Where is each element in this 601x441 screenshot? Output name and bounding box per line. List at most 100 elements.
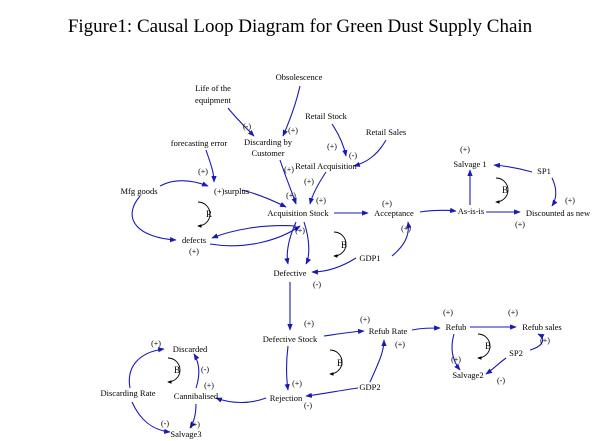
link-obsolescence-to-discarding [282,85,301,137]
node-retail-sales: Retail Sales [366,127,406,137]
polarity-obsolescence-discarding: (+) [288,126,298,135]
node-retail-stock: Retail Stock [305,111,348,121]
node-surplus: (+)surplus [214,186,249,196]
polarity-gdp1-acceptance: (+) [401,224,411,233]
link-defects-to-acquisition [209,225,301,247]
node-discarding-rate: Discarding Rate [101,388,156,398]
node-defective: Defective [273,268,306,278]
node-defective-stock: Defective Stock [263,334,318,344]
polarity-refub-refubsales: (+) [508,308,518,317]
loop-indicators: R B B B B B [167,177,509,384]
link-refub-to-salvage2 [451,333,461,371]
figure-title: Figure1: Causal Loop Diagram for Green D… [68,16,533,37]
link-sp1-to-salvage1 [493,162,533,173]
polarity-discarding-acquisition: (+) [284,165,294,174]
polarity-gdp2-rejection: (-) [304,401,312,410]
node-retail-acquisition: Retail Acquisition [295,161,357,171]
link-gdp2-to-rejection [305,387,359,398]
node-salvage2: Salvage2 [452,370,483,380]
node-mfg-goods: Mfg goods [120,186,157,196]
node-salvage1: Salvage 1 [453,159,486,169]
polarity-sp2-refubsales: (+) [540,336,550,345]
polarity-surplus-plus: (+) [214,186,225,196]
node-sp1: SP1 [537,166,551,176]
polarity-defective-defectivestock: (+) [304,319,314,328]
node-gdp2: GDP2 [359,382,380,392]
link-forecast-to-surplus [205,149,217,183]
polarity-rejection-cannibalised: (+) [204,381,214,390]
link-refubrate-to-refub [411,325,441,331]
node-discarding-by-customer-line1: Discarding by [244,137,293,147]
link-cannibalised-to-salvage3 [189,403,197,429]
polarity-sp1-discounted: (+) [565,196,575,205]
polarity-life-discarding: (-) [243,122,251,131]
polarity-defectivestock-rejection: (+) [292,379,302,388]
node-forecasting-error: forecasting error [171,138,228,148]
node-surplus-label: surplus [224,186,249,196]
node-obsolescence: Obsolescence [276,72,323,82]
polarity-asis-salvage1: (+) [460,145,470,154]
polarity-retailstock-retailacq: (+) [327,142,337,151]
link-rejection-to-cannibalised [215,397,267,404]
polarity-surplus-acquisition: (+) [286,191,296,200]
polarity-asis-discounted: (+) [515,220,525,229]
loop-b-salvage-label: B [502,185,508,195]
link-gdp1-to-defective [311,257,357,275]
polarity-defectivestock-refubrate: (+) [360,315,370,324]
polarity-acquisition-acceptance: (+) [382,199,392,208]
polarity-sp2-salvage2: (-) [497,376,505,385]
link-retailacq-to-acquisition [308,171,327,205]
node-labels: Life of the equipment Obsolescence Retai… [101,72,591,439]
link-acceptance-to-asis [419,207,457,214]
polarity-retailacq-acquisition-b: (+) [316,196,326,205]
link-retailstock-to-retailacq [331,123,348,157]
link-mfg-to-surplus [159,180,209,187]
node-refub-rate: Refub Rate [369,326,408,336]
polarity-retailsales-retailacq: (-) [349,151,357,160]
node-cannibalised: Cannibalised [174,391,219,401]
node-refub-sales: Refub sales [522,322,561,332]
link-discardingrate-to-salvage3 [131,401,171,434]
link-cannibalised-to-discarded [193,353,200,389]
loop-b-gdp1: B [333,231,347,258]
polarity-discardingrate-discarded: (+) [151,339,161,348]
node-refub: Refub [446,322,467,332]
node-life-of-equipment-line2: equipment [195,95,232,105]
link-defectivestock-to-refubrate [323,328,365,337]
node-salvage3: Salvage3 [170,429,201,439]
polarity-gdp1-defective: (-) [313,280,321,289]
link-retailsales-to-retailacq [353,139,387,167]
polarity-forecast-surplus: (+) [198,167,208,176]
loop-b-refub-label: B [485,341,491,351]
link-acquisition-to-defective-2 [303,221,312,265]
node-life-of-equipment-line1: Life of the [195,83,231,93]
node-rejection: Rejection [270,393,303,403]
polarity-refub-salvage2: (+) [451,355,461,364]
link-sp2-to-salvage2 [485,357,507,375]
polarity-retailacq-acquisition-a: (+) [304,177,314,186]
link-acquisition-to-defects [211,225,297,239]
link-acquisition-to-defective [284,221,297,265]
loop-b-salvage: B [495,177,509,204]
node-discarded: Discarded [173,344,208,354]
link-life-to-discarding [227,107,255,137]
loop-b-gdp2: B [329,349,343,376]
node-acceptance: Acceptance [374,208,414,218]
polarity-signs: (-) (+) (+) (-) (+) (+) (+) (+) (+) (+) … [151,122,575,429]
loop-b-discard-label: B [174,365,180,375]
node-defects: defects [182,235,206,245]
link-defectivestock-to-rejection [284,345,290,391]
polarity-gdp2-refubrate: (+) [395,340,405,349]
link-surplus-to-acquisition [241,189,287,208]
node-discarding-by-customer-line2: Customer [251,148,284,158]
causal-links [128,85,558,434]
node-acquisition-stock: Acquisition Stock [267,208,329,218]
node-discounted-as-new: Discounted as new [526,208,591,218]
polarity-discardingrate-salvage3: (-) [161,419,169,428]
loop-b-discard: B [167,357,181,384]
loop-b-gdp1-label: B [341,240,347,250]
loop-b-gdp2-label: B [337,358,343,368]
node-gdp1: GDP1 [359,253,380,263]
polarity-acquisition-defects: (+) [295,226,305,235]
